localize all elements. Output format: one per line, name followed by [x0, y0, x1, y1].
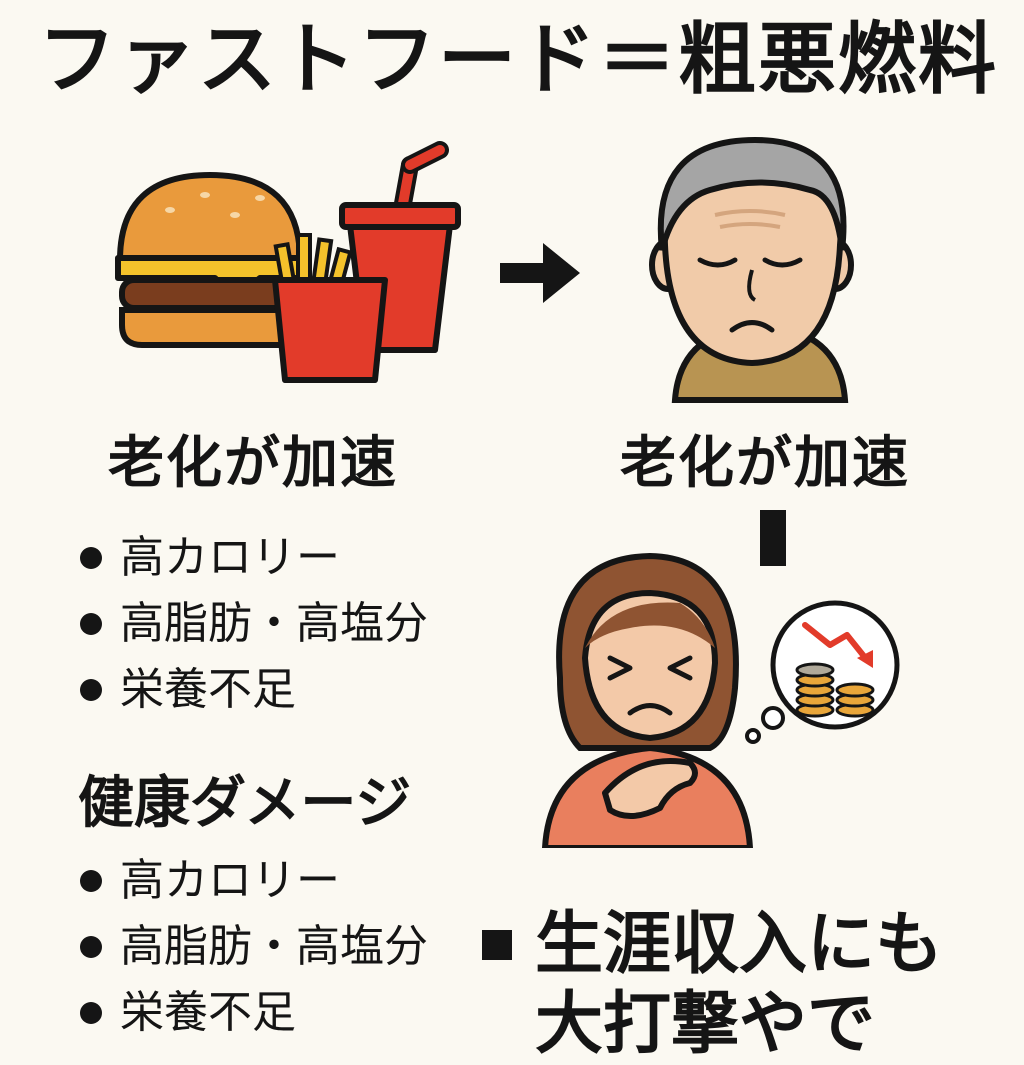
page-title: ファストフード＝粗悪燃料 — [38, 15, 999, 105]
section-heading: 健康ダメージ — [78, 771, 412, 836]
footer-marker — [482, 930, 512, 960]
footer-line-2: 大打撃やで — [535, 985, 876, 1064]
left-caption: 老化が加速 — [108, 431, 398, 496]
bullet-list-top: 高カロリー 高脂肪・高塩分 栄養不足 — [80, 525, 428, 723]
right-caption: 老化が加速 — [620, 431, 910, 496]
sick-woman-icon — [541, 552, 754, 848]
list-item: 栄養不足 — [80, 657, 428, 723]
coin-stack-icon — [795, 662, 875, 718]
footer-line-1: 生涯収入にも — [535, 905, 944, 984]
list-item: 高脂肪・高塩分 — [80, 591, 428, 657]
falling-money-thought-icon — [745, 600, 900, 744]
fries-icon — [272, 233, 388, 383]
list-item: 栄養不足 — [80, 980, 428, 1046]
connector-bar — [760, 510, 786, 566]
list-item: 高カロリー — [80, 848, 428, 914]
arrow-right-icon — [500, 243, 580, 303]
burger-icon — [115, 171, 305, 348]
bullet-list-bottom: 高カロリー 高脂肪・高塩分 栄養不足 — [80, 848, 428, 1046]
elderly-man-icon — [649, 136, 854, 403]
list-item: 高脂肪・高塩分 — [80, 914, 428, 980]
list-item: 高カロリー — [80, 525, 428, 591]
burger-fries-drink-icon — [115, 141, 461, 383]
